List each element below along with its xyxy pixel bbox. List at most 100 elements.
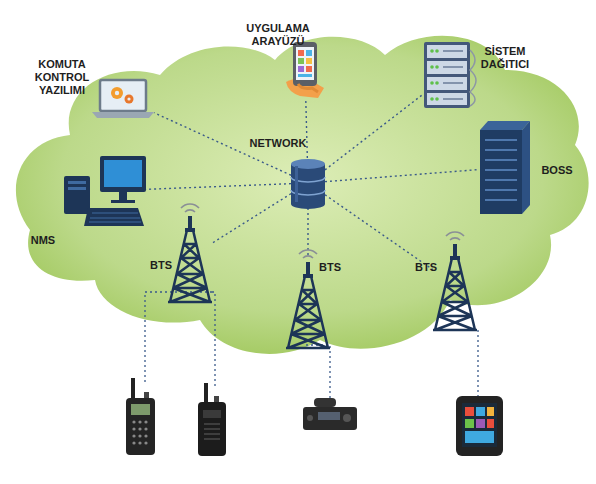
laptop-icon-part xyxy=(115,91,119,95)
laptop-icon-part xyxy=(111,87,123,99)
computer-icon-part xyxy=(119,192,127,201)
phone-icon-part xyxy=(296,47,314,80)
tablet-device-part xyxy=(487,407,494,416)
node-label: BTS xyxy=(411,261,441,274)
server-icon-part-part xyxy=(485,159,517,161)
handheld-radio-part xyxy=(126,398,155,455)
laptop-icon-part xyxy=(100,80,146,111)
rack-icon-part xyxy=(427,61,467,74)
node-label: KOMUTA KONTROL YAZILIMI xyxy=(27,58,97,97)
tablet-device-part xyxy=(465,407,474,416)
server-icon-part-part xyxy=(485,189,517,191)
database-icon-part xyxy=(291,164,325,204)
device-wires-part xyxy=(212,292,215,386)
handheld-radio xyxy=(198,383,226,456)
device-wires-part xyxy=(306,345,330,400)
rack-icon-part-part xyxy=(430,49,434,53)
rack-icon-part xyxy=(470,50,476,106)
system-distributor-node: SİSTEM DAĞITICI xyxy=(422,40,474,110)
handheld-radio-part-part xyxy=(138,441,141,444)
mobile-radio-part xyxy=(314,398,336,407)
database-icon-part xyxy=(295,166,298,202)
server-icon-part xyxy=(480,130,522,214)
handheld-radio-part-part xyxy=(138,427,141,430)
handheld-radio xyxy=(126,378,155,455)
tablet-device-part xyxy=(462,403,497,447)
bts-node: BTS xyxy=(168,212,212,302)
tablet-device-part xyxy=(465,419,474,428)
database-icon-part xyxy=(291,177,325,195)
computer-icon-part xyxy=(111,200,135,203)
handheld-radio-part xyxy=(132,420,147,444)
rack-icon-part xyxy=(430,49,439,101)
rack-icon xyxy=(424,42,476,108)
laptop-icon-part xyxy=(92,112,154,118)
rack-icon-part-part xyxy=(430,97,434,101)
handheld-radio-part-part xyxy=(144,427,147,430)
device-wires-part xyxy=(477,330,478,396)
handheld-radio-part xyxy=(131,404,150,415)
handheld-radio-part xyxy=(198,402,226,456)
handheld-radio-part xyxy=(214,396,219,404)
boss-node: BOSS xyxy=(478,120,532,215)
handheld-radio-part-part xyxy=(132,420,135,423)
server-icon-part-part xyxy=(485,139,517,141)
node-label: SİSTEM DAĞITICI xyxy=(475,45,535,71)
mobile-radio xyxy=(303,398,357,430)
server-icon-part xyxy=(485,140,517,200)
laptop-icon-part xyxy=(125,95,134,104)
server-icon-part-part xyxy=(485,149,517,151)
computer-icon-part xyxy=(64,176,90,214)
phone-icon-part xyxy=(298,58,304,64)
computer-icon-part xyxy=(68,187,86,190)
laptop-icon-part xyxy=(127,97,130,100)
node-label: NMS xyxy=(25,234,61,247)
tablet-device-part xyxy=(487,419,494,428)
dotted-connector xyxy=(325,170,478,182)
database-icon xyxy=(291,159,325,209)
handheld-radio-part xyxy=(131,378,135,400)
handheld-radio-part xyxy=(144,392,149,400)
server-icon-part xyxy=(480,121,530,130)
tower-icon xyxy=(433,232,477,330)
phone-icon-part xyxy=(306,58,312,64)
network-cloud xyxy=(16,36,589,354)
phone-icon-part xyxy=(306,66,312,72)
rack-icon-part xyxy=(424,42,470,108)
database-icon-part xyxy=(291,159,325,169)
handheld-radio-part-part xyxy=(132,441,135,444)
device-wires-part xyxy=(145,292,212,382)
mobile-radio-part xyxy=(307,415,313,421)
handheld-radio-part xyxy=(203,410,221,418)
server-icon xyxy=(480,121,530,214)
phone-icon-part xyxy=(298,74,312,77)
computer-icon-part xyxy=(68,181,86,184)
computer-icon-part xyxy=(104,160,142,187)
handheld-radio-part-part xyxy=(138,434,141,437)
database-icon-part xyxy=(291,199,325,209)
dotted-connector xyxy=(146,184,291,190)
phone-icon xyxy=(286,42,324,98)
nms-node: NMS xyxy=(62,155,146,227)
bts-node: BTS xyxy=(433,240,477,330)
handheld-radio-part-part xyxy=(144,420,147,423)
rack-icon-part-part xyxy=(435,65,439,69)
computer-icon-part xyxy=(100,156,146,192)
rack-icon-part-part xyxy=(443,66,463,68)
handheld-radio-part-part xyxy=(144,434,147,437)
phone-icon-part xyxy=(298,50,304,56)
handheld-radio-part-part xyxy=(144,441,147,444)
bts-node: BTS xyxy=(286,258,330,348)
server-icon-part-part xyxy=(485,169,517,171)
node-label: BTS xyxy=(146,259,176,272)
node-label: BOSS xyxy=(536,164,578,177)
tablet-device-part xyxy=(465,431,494,443)
server-icon-part xyxy=(522,121,530,214)
rack-icon-part xyxy=(443,51,463,99)
phone-icon-part xyxy=(306,50,312,56)
dotted-connector xyxy=(307,208,308,258)
handheld-radio-part-part xyxy=(132,434,135,437)
